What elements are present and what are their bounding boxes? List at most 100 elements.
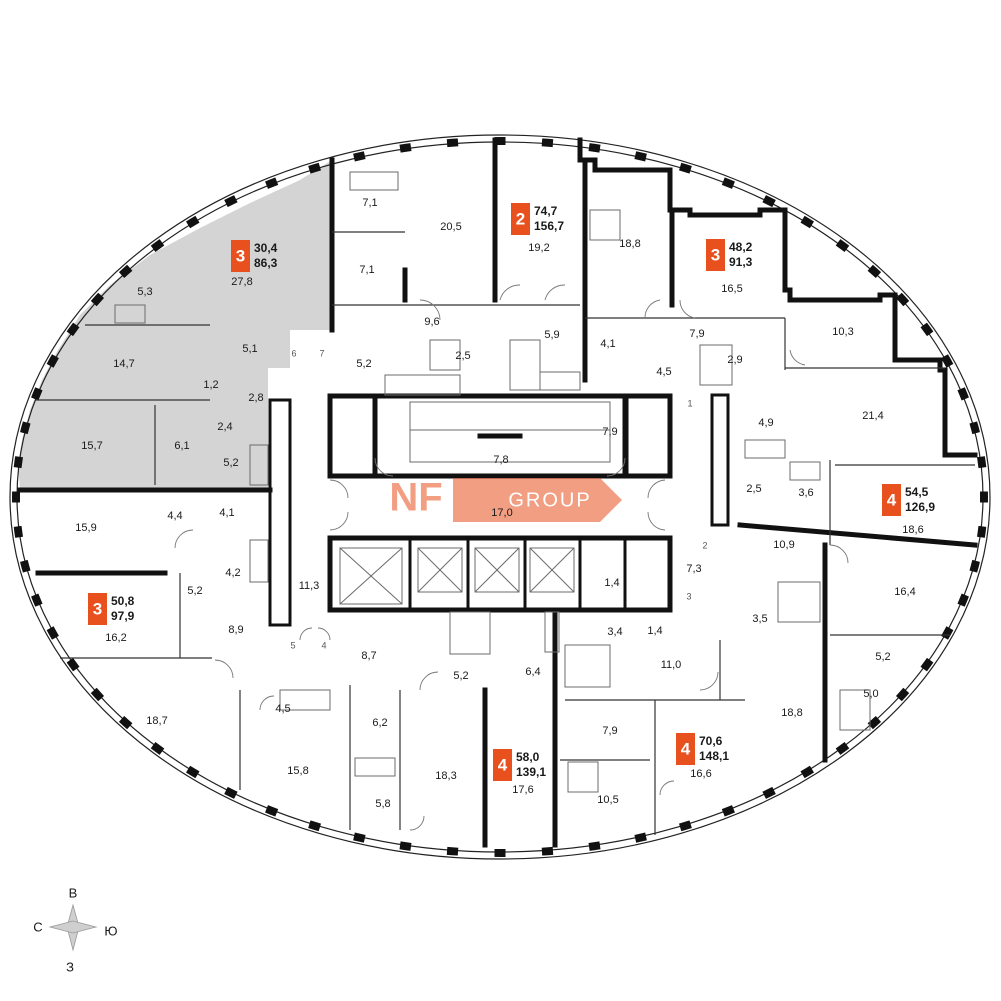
room-area-label: 6,2 bbox=[372, 717, 387, 729]
badge-rooms-box bbox=[706, 239, 725, 271]
facade-column bbox=[494, 137, 506, 145]
room-area-label: 5,2 bbox=[875, 651, 890, 663]
room-area-label: 10,3 bbox=[832, 326, 853, 338]
badge-rooms-box bbox=[231, 240, 250, 272]
room-area-label: 18,8 bbox=[781, 707, 802, 719]
facade-column bbox=[183, 212, 200, 229]
walls bbox=[17, 137, 978, 848]
room-area-label: 7,1 bbox=[362, 197, 377, 209]
room-area-label: 2,5 bbox=[455, 350, 470, 362]
badge-rooms-box bbox=[493, 749, 512, 781]
facade-column bbox=[43, 626, 59, 642]
door-numbers: 6 7 1 2 3 5 4 bbox=[290, 348, 707, 650]
logo-text-left: NF bbox=[389, 476, 442, 520]
badge-total-area: 156,7 bbox=[534, 219, 564, 233]
room-area-label: 17,0 bbox=[491, 507, 512, 519]
logo-arrow-shape bbox=[453, 478, 622, 522]
room-area-label: 7,9 bbox=[602, 725, 617, 737]
facade-column bbox=[941, 626, 957, 642]
room-area-label: 1,2 bbox=[203, 379, 218, 391]
apartment-badge-c[interactable]: 3 48,2 91,3 bbox=[706, 239, 753, 271]
badge-living-area: 50,8 bbox=[111, 594, 135, 608]
room-area-label: 15,7 bbox=[81, 440, 102, 452]
room-area-label: 16,4 bbox=[894, 586, 915, 598]
stairs-main bbox=[409, 401, 611, 463]
door-number: 3 bbox=[686, 591, 691, 601]
room-area-label: 8,9 bbox=[228, 624, 243, 636]
compass-west-label: С bbox=[33, 919, 42, 934]
room-area-label: 4,9 bbox=[758, 417, 773, 429]
facade-column bbox=[835, 742, 852, 759]
room-area-label: 16,6 bbox=[690, 768, 711, 780]
badge-rooms-box bbox=[88, 593, 107, 625]
room-area-label: 18,8 bbox=[619, 238, 640, 250]
facade-column bbox=[941, 352, 957, 368]
apartment-badge-d[interactable]: 4 54,5 126,9 bbox=[882, 484, 935, 516]
room-area-label: 6,4 bbox=[525, 666, 540, 678]
room-area-label: 7,8 bbox=[493, 454, 508, 466]
nf-group-logo: NF GROUP bbox=[389, 476, 622, 522]
room-area-label: 2,4 bbox=[217, 421, 232, 433]
door-number: 1 bbox=[687, 398, 692, 408]
door-number: 5 bbox=[290, 640, 295, 650]
compass-east-label: Ю bbox=[104, 923, 117, 938]
fixtures bbox=[114, 171, 871, 793]
badge-rooms-box bbox=[882, 484, 901, 516]
badge-rooms-count: 3 bbox=[236, 246, 245, 265]
room-area-label: 6,1 bbox=[174, 440, 189, 452]
room-area-label: 1,4 bbox=[604, 577, 619, 589]
room-area-label: 17,6 bbox=[512, 784, 533, 796]
door-number: 2 bbox=[702, 540, 707, 550]
compass-needle-horizontal bbox=[48, 920, 98, 934]
badge-total-area: 86,3 bbox=[254, 256, 278, 270]
facade-column bbox=[835, 235, 852, 252]
apartment-badge-f[interactable]: 4 58,0 139,1 bbox=[493, 749, 546, 781]
badge-rooms-count: 2 bbox=[516, 209, 525, 228]
door-number: 6 bbox=[291, 348, 296, 358]
apartment-badges: 3 30,4 86,3 2 74,7 156,7 3 48,2 91,3 4 5… bbox=[88, 203, 935, 781]
badge-total-area: 97,9 bbox=[111, 609, 135, 623]
room-area-label: 5,2 bbox=[223, 457, 238, 469]
room-area-label: 16,2 bbox=[105, 632, 126, 644]
room-area-label: 5,2 bbox=[453, 670, 468, 682]
badge-total-area: 148,1 bbox=[699, 749, 729, 763]
badge-rooms-box bbox=[511, 203, 530, 235]
badge-total-area: 91,3 bbox=[729, 255, 753, 269]
badge-rooms-box bbox=[676, 733, 695, 765]
room-area-label: 2,8 bbox=[248, 392, 263, 404]
apartment-badge-g[interactable]: 4 70,6 148,1 bbox=[676, 733, 729, 765]
apartment-badge-a[interactable]: 3 30,4 86,3 bbox=[231, 240, 278, 272]
room-area-label: 11,0 bbox=[661, 659, 682, 671]
badge-total-area: 126,9 bbox=[905, 500, 935, 514]
badge-living-area: 30,4 bbox=[254, 241, 278, 255]
door-number: 4 bbox=[321, 640, 326, 650]
room-area-label: 14,7 bbox=[113, 358, 134, 370]
room-area-label: 18,3 bbox=[435, 770, 456, 782]
badge-living-area: 48,2 bbox=[729, 240, 753, 254]
room-area-label: 9,6 bbox=[424, 316, 439, 328]
apartment-badge-e[interactable]: 3 50,8 97,9 bbox=[88, 593, 135, 625]
room-area-label: 4,1 bbox=[600, 338, 615, 350]
room-area-label: 20,5 bbox=[440, 221, 461, 233]
room-area-label: 5,1 bbox=[242, 343, 257, 355]
logo-text-right: GROUP bbox=[508, 489, 591, 511]
room-area-label: 4,4 bbox=[167, 510, 182, 522]
room-area-label: 16,5 bbox=[721, 283, 742, 295]
room-area-label: 15,9 bbox=[75, 522, 96, 534]
room-area-label: 5,2 bbox=[356, 358, 371, 370]
room-area-label: 11,3 bbox=[299, 580, 320, 592]
room-area-label: 7,9 bbox=[602, 426, 617, 438]
room-area-label: 18,7 bbox=[146, 715, 167, 727]
room-area-label: 3,4 bbox=[607, 626, 622, 638]
door-number: 7 bbox=[319, 348, 324, 358]
facade-column bbox=[183, 765, 200, 782]
room-area-label: 2,9 bbox=[727, 354, 742, 366]
room-area-label: 7,3 bbox=[686, 563, 701, 575]
badge-rooms-count: 4 bbox=[498, 755, 508, 774]
room-area-label: 3,6 bbox=[798, 487, 813, 499]
facade-column bbox=[800, 212, 817, 229]
room-area-label: 4,5 bbox=[656, 366, 671, 378]
apartment-badge-b[interactable]: 2 74,7 156,7 bbox=[511, 203, 564, 235]
highlighted-apartment-area[interactable] bbox=[18, 160, 332, 488]
